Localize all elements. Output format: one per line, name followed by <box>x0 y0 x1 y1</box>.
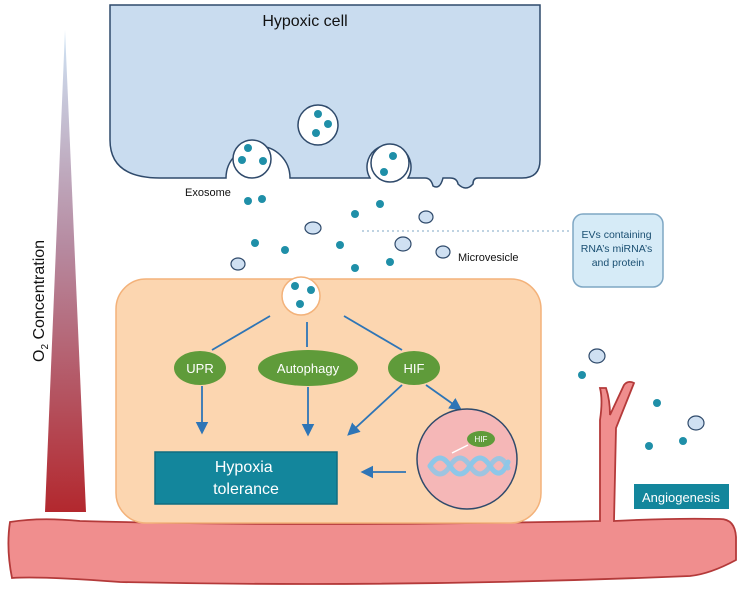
signal-line-upr <box>211 315 271 351</box>
signal-line-hif <box>343 315 403 351</box>
microvesicle <box>418 210 434 224</box>
exosome-dot <box>307 286 315 294</box>
exosome-dot <box>653 399 661 407</box>
arrow-hif-nucleus <box>425 384 463 411</box>
microvesicle <box>394 236 412 252</box>
exosome-dot <box>244 197 252 205</box>
hypoxic-cell-title: Hypoxic cell <box>262 13 347 30</box>
pathway-hif <box>388 351 440 385</box>
microvesicle <box>304 221 322 235</box>
hypoxic-cell <box>109 4 541 189</box>
microvesicle <box>435 245 451 259</box>
pathway-hif-label: HIF <box>404 361 425 376</box>
hif-small-oval <box>467 431 495 447</box>
ev-info-text: EVs containing RNA’s miRNA’s and protein <box>581 229 655 269</box>
microvesicle <box>687 415 705 431</box>
budding-vesicle <box>370 143 410 183</box>
uptake-vesicle <box>281 276 321 316</box>
exosome-dot <box>244 144 252 152</box>
o2-concentration-label: O2 Concentration <box>31 240 51 362</box>
ev-info-box <box>572 213 664 288</box>
exosome-dot <box>351 210 359 218</box>
hypoxia-tolerance-label: Hypoxia tolerance <box>213 459 279 498</box>
hif-translocation-arrow <box>451 444 469 454</box>
exosome-dot <box>380 168 388 176</box>
exosome-dot <box>645 442 653 450</box>
exosome-dot <box>314 110 322 118</box>
exosome-dot <box>389 152 397 160</box>
pathway-upr <box>174 351 226 385</box>
angiogenesis-box <box>634 484 729 509</box>
hypoxia-tolerance-box <box>154 451 338 505</box>
exosome-dot <box>336 241 344 249</box>
o2-gradient-triangle <box>45 30 86 512</box>
angiogenesis-label: Angiogenesis <box>642 490 721 505</box>
pathway-autophagy <box>258 350 358 386</box>
exosome-dot <box>251 239 259 247</box>
pathway-upr-label: UPR <box>186 361 213 376</box>
exosome-label: Exosome <box>185 187 231 199</box>
exosome-dot <box>312 129 320 137</box>
multivesicular-body <box>297 104 339 146</box>
exosome-dot <box>291 282 299 290</box>
pathway-autophagy-label: Autophagy <box>277 361 340 376</box>
exosome-dot <box>281 246 289 254</box>
exosome-dot <box>351 264 359 272</box>
exosome-dot <box>258 195 266 203</box>
microvesicle <box>230 257 246 271</box>
exosome-dot <box>386 258 394 266</box>
hif-small-label: HIF <box>475 435 488 444</box>
microvesicle-label: Microvesicle <box>458 252 519 264</box>
exosome-dot <box>679 437 687 445</box>
microvesicle <box>588 348 606 364</box>
exosome-dot <box>578 371 586 379</box>
exosome-dot <box>376 200 384 208</box>
dna-strand <box>427 455 511 477</box>
exosome-dot <box>238 156 246 164</box>
exosome-dot <box>324 120 332 128</box>
exosome-dot <box>259 157 267 165</box>
blood-vessel <box>7 380 737 585</box>
budding-vesicle <box>232 139 272 179</box>
arrow-hif-outcome <box>347 384 403 436</box>
exosome-dot <box>296 300 304 308</box>
